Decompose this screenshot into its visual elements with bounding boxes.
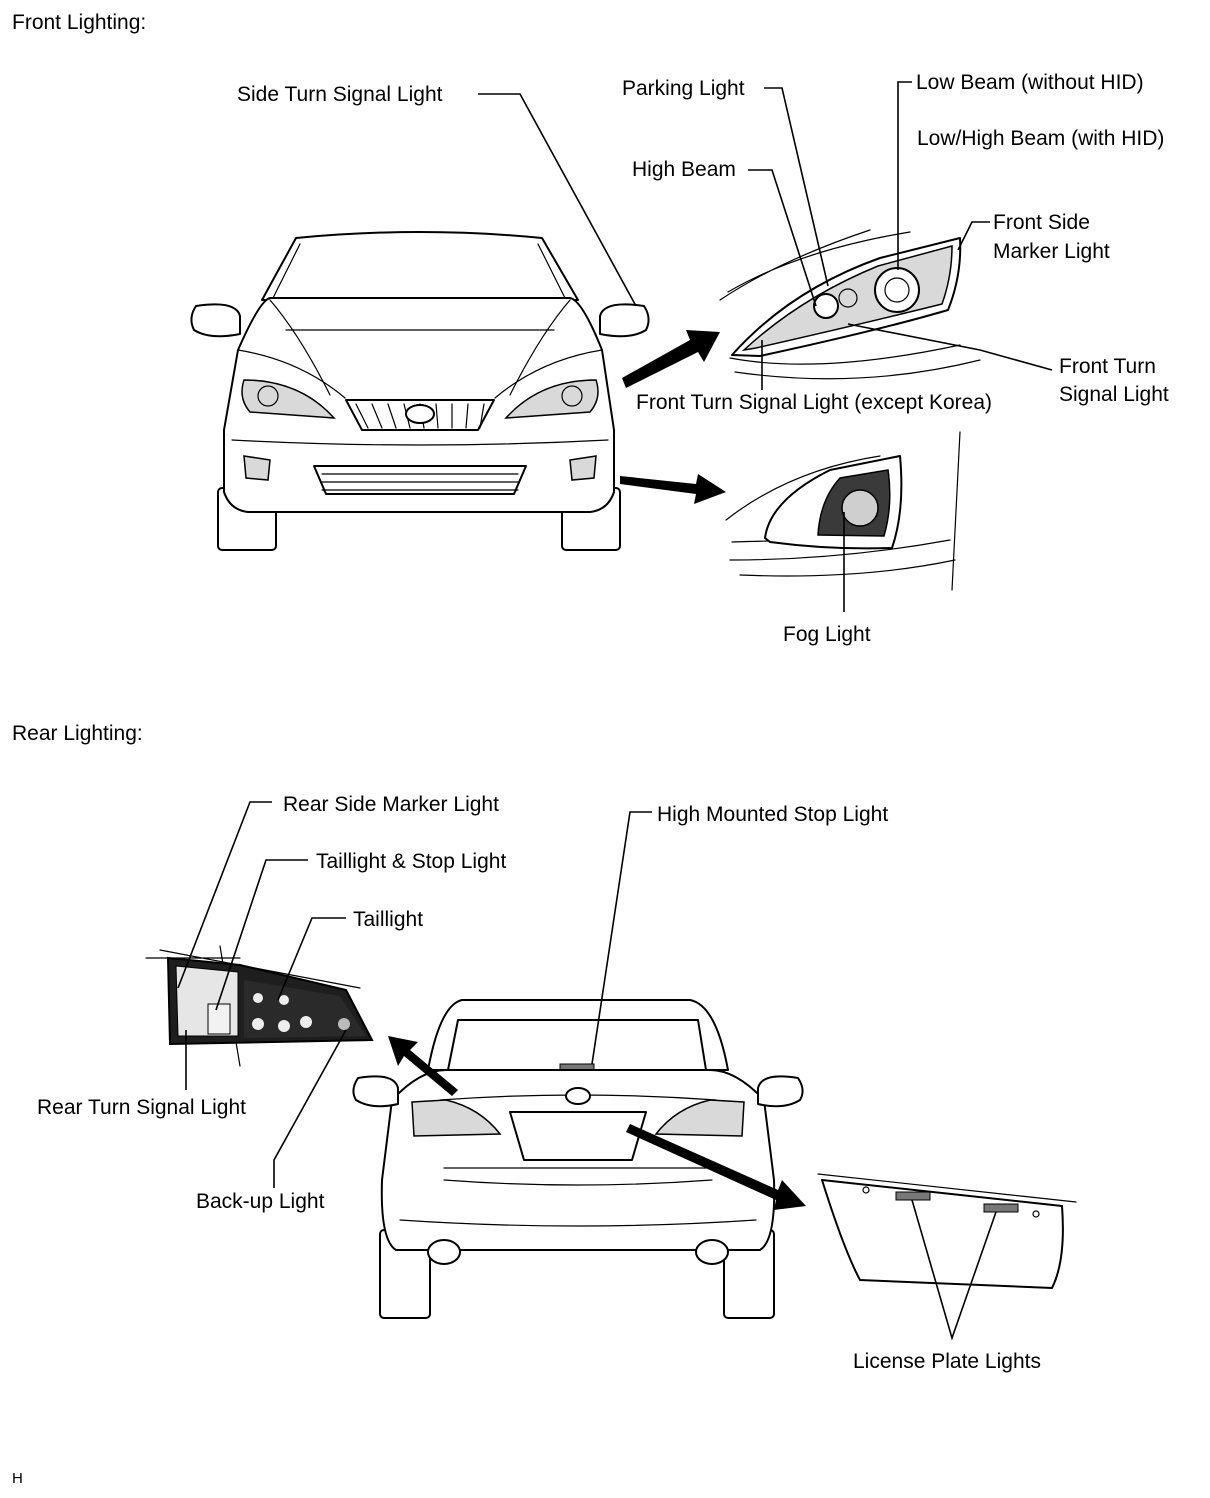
foglight-detail <box>725 431 961 591</box>
label-side-turn-signal: Side Turn Signal Light <box>237 83 443 106</box>
arrow-to-headlight <box>622 330 720 388</box>
arrow-to-taillight <box>388 1036 458 1096</box>
leader-parking <box>764 87 829 287</box>
front-car-illustration <box>190 231 650 551</box>
label-parking-light: Parking Light <box>622 77 745 100</box>
label-license-plate-lights: License Plate Lights <box>853 1350 1041 1373</box>
leader-low-beam <box>897 81 912 270</box>
leader-high-mounted-stop <box>591 811 652 1065</box>
license-plate-detail <box>817 1173 1077 1289</box>
rear-car-illustration <box>352 999 804 1319</box>
label-front-turn-except-korea: Front Turn Signal Light (except Korea) <box>636 391 992 414</box>
label-low-beam: Low Beam (without HID) <box>916 71 1144 94</box>
label-fog-light: Fog Light <box>783 623 871 646</box>
label-front-side-marker-1: Front Side <box>993 211 1090 234</box>
leader-front-turn <box>847 323 1053 371</box>
leader-side-turn <box>478 93 637 307</box>
arrow-to-foglight <box>620 474 726 504</box>
leader-taillight <box>277 917 346 1001</box>
rear-lighting-title: Rear Lighting: <box>12 722 143 745</box>
front-lighting-title: Front Lighting: <box>12 11 146 34</box>
label-high-beam: High Beam <box>632 158 736 181</box>
headlight-detail <box>719 229 981 380</box>
label-front-side-marker-2: Marker Light <box>993 240 1110 263</box>
taillight-detail <box>145 945 374 1067</box>
arrow-to-license-plate <box>626 1124 806 1210</box>
label-backup-light: Back-up Light <box>196 1190 325 1213</box>
label-front-turn-2: Signal Light <box>1059 383 1169 406</box>
label-taillight-stop: Taillight & Stop Light <box>316 850 506 873</box>
leader-front-side-marker <box>957 221 990 251</box>
leader-backup <box>273 1029 347 1188</box>
label-front-turn-1: Front Turn <box>1059 355 1156 378</box>
leader-high-beam <box>748 169 817 307</box>
label-taillight: Taillight <box>353 908 423 931</box>
label-rear-turn-signal: Rear Turn Signal Light <box>37 1096 246 1119</box>
label-low-high-beam: Low/High Beam (with HID) <box>917 127 1164 150</box>
label-rear-side-marker: Rear Side Marker Light <box>283 793 499 816</box>
leader-taillight-stop <box>215 859 308 1011</box>
leader-rear-side-marker <box>177 801 272 989</box>
leader-license-plate <box>911 1199 997 1341</box>
label-high-mounted-stop: High Mounted Stop Light <box>657 803 888 826</box>
figure-code: H <box>12 1470 23 1487</box>
